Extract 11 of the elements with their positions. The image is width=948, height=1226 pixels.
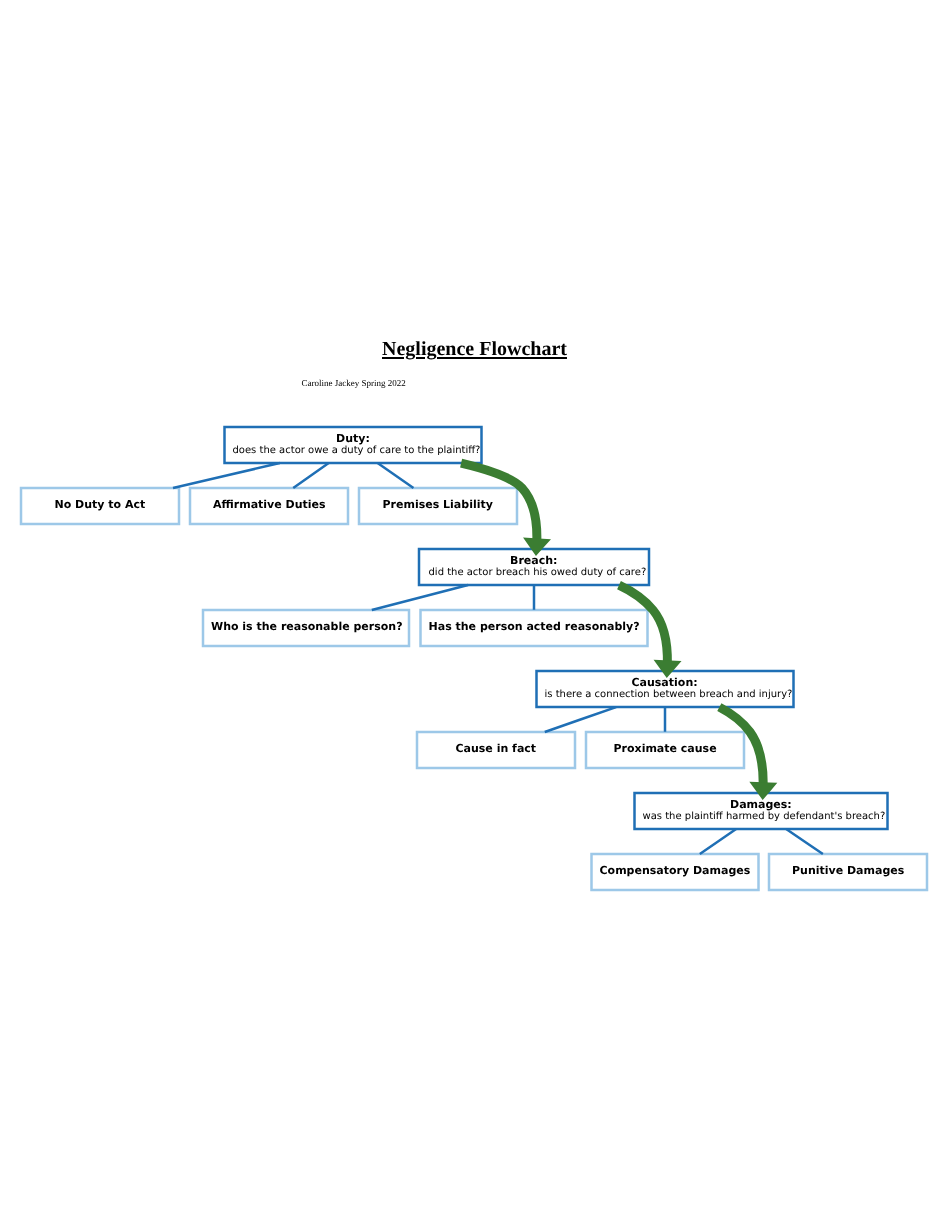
connector bbox=[376, 462, 415, 489]
diagram-title: Negligence Flowchart bbox=[382, 339, 567, 361]
connector bbox=[663, 707, 667, 732]
connector bbox=[292, 462, 330, 489]
connector bbox=[532, 585, 536, 610]
arrow bbox=[617, 581, 682, 679]
connector bbox=[699, 828, 737, 855]
arrow bbox=[460, 458, 551, 557]
connector bbox=[544, 705, 617, 734]
connector bbox=[785, 828, 824, 855]
connector bbox=[172, 461, 281, 490]
